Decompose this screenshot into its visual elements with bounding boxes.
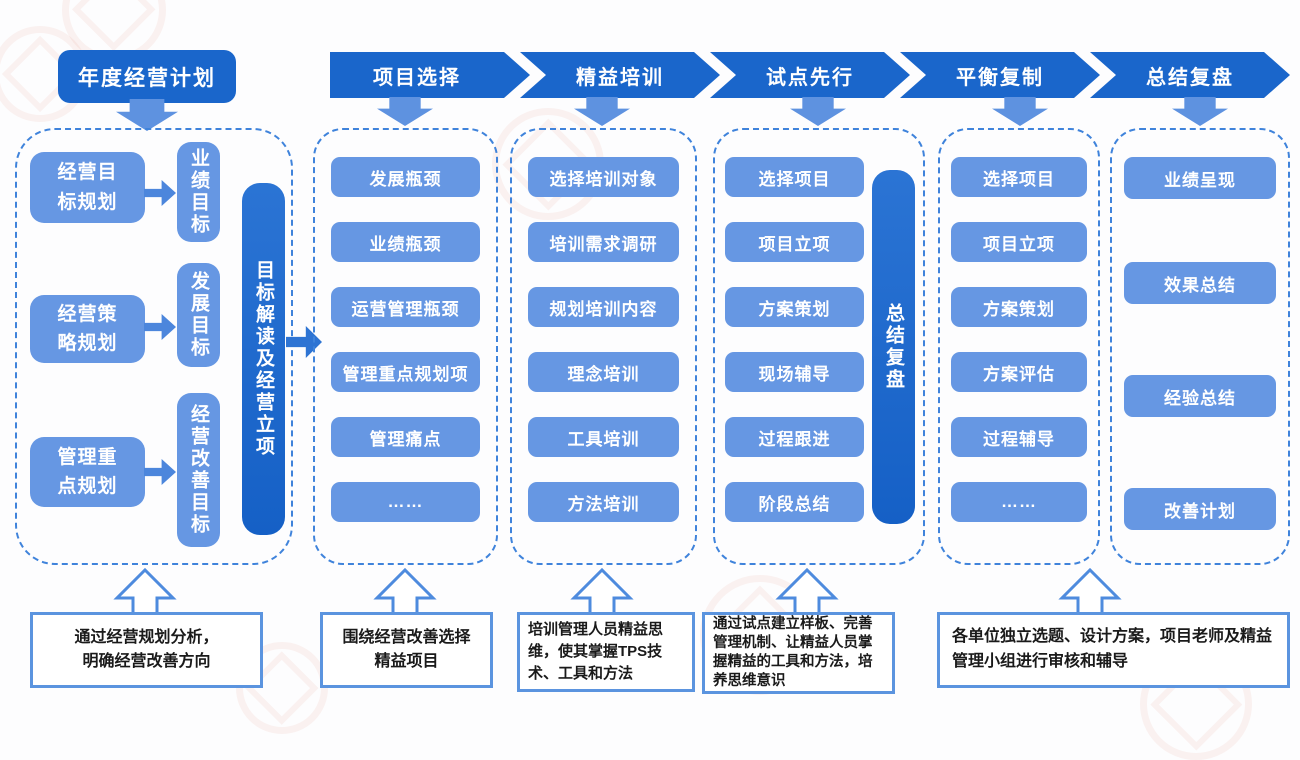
stage-item: 改善计划 (1124, 488, 1276, 530)
stage-chevron-summary-review: 总结复盘 (1090, 52, 1290, 98)
stage-item-ellipsis: …… (331, 482, 480, 522)
stage-item: 经验总结 (1124, 375, 1276, 417)
planning-target-box: 发展目标 (177, 263, 220, 367)
hollow-up-arrow-icon (775, 567, 839, 617)
hollow-up-arrow-icon (373, 567, 437, 617)
stage-chevron-lean-training: 精益培训 (520, 52, 720, 98)
stage-item: 发展瓶颈 (331, 157, 480, 197)
hollow-up-arrow-icon (570, 567, 634, 617)
note-text: 各单位独立选题、设计方案，项目老师及精益管理小组进行审核和辅导 (952, 628, 1273, 670)
stage-item: 管理痛点 (331, 417, 480, 457)
goal-interpretation-label: 目标解读及经营立项 (253, 260, 274, 458)
planning-source-box: 经营目标规划 (30, 152, 145, 223)
stage-item: 项目立项 (951, 222, 1087, 262)
stage-item: 方案策划 (951, 287, 1087, 327)
note-text: 培训管理人员精益思维，使其掌握TPS技术、工具和方法 (528, 621, 664, 682)
arrow-down-icon (377, 97, 433, 126)
note-planning: 通过经营规划分析，明确经营改善方向 (30, 612, 263, 688)
hollow-up-arrow-icon (1058, 567, 1122, 617)
stage-column-pilot-first: 选择项目 项目立项 方案策划 现场辅导 过程跟进 阶段总结 总结复盘 (713, 128, 925, 565)
pilot-summary-bar: 总结复盘 (872, 170, 915, 524)
planning-target-box: 业绩目标 (177, 142, 220, 242)
arrow-down-icon (992, 97, 1048, 126)
planning-source-box: 经营策略规划 (30, 295, 145, 363)
stage-item: 选择项目 (951, 157, 1087, 197)
stage-item: 现场辅导 (725, 352, 864, 392)
stage-chevron-project-selection: 项目选择 (330, 52, 530, 98)
stage-column-summary-review: 业绩呈现 效果总结 经验总结 改善计划 (1110, 128, 1290, 565)
stage-item: 效果总结 (1124, 262, 1276, 304)
stage-item: 选择培训对象 (528, 157, 679, 197)
arrow-down-icon (790, 97, 846, 126)
stage-item: 工具培训 (528, 417, 679, 457)
arrow-down-icon (1172, 97, 1228, 126)
note-text: 通过经营规划分析，明确经营改善方向 (74, 629, 219, 670)
annual-plan-title-label: 年度经营计划 (78, 66, 216, 90)
stage-label: 试点先行 (766, 66, 854, 89)
stage-chevron-balanced-replication: 平衡复制 (900, 52, 1100, 98)
arrow-down-icon (116, 99, 178, 131)
stage-label: 平衡复制 (956, 66, 1044, 89)
note-lean-training: 培训管理人员精益思维，使其掌握TPS技术、工具和方法 (517, 612, 695, 692)
stage-item: 阶段总结 (725, 482, 864, 522)
planning-source-box: 管理重点规划 (30, 437, 145, 507)
stage-item: 方案评估 (951, 352, 1087, 392)
stage-item: 理念培训 (528, 352, 679, 392)
stage-item: 项目立项 (725, 222, 864, 262)
note-replication-review: 各单位独立选题、设计方案，项目老师及精益管理小组进行审核和辅导 (937, 612, 1290, 688)
stage-item-ellipsis: …… (951, 482, 1087, 522)
stage-item: 规划培训内容 (528, 287, 679, 327)
stage-column-balanced-replication: 选择项目 项目立项 方案策划 方案评估 过程辅导 …… (938, 128, 1100, 565)
stage-column-project-selection: 发展瓶颈 业绩瓶颈 运营管理瓶颈 管理重点规划项 管理痛点 …… (313, 128, 498, 565)
stage-item: 运营管理瓶颈 (331, 287, 480, 327)
planning-target-label: 经营改善目标 (188, 404, 209, 536)
planning-target-label: 业绩目标 (188, 148, 209, 236)
note-text: 围绕经营改善选择精益项目 (342, 629, 471, 670)
note-pilot-first: 通过试点建立样板、完善管理机制、让精益人员掌握精益的工具和方法，培养思维意识 (702, 612, 895, 694)
pilot-summary-label: 总结复盘 (883, 303, 904, 391)
stage-chevron-pilot-first: 试点先行 (710, 52, 910, 98)
watermark-logo-icon (236, 642, 328, 734)
note-text: 通过试点建立样板、完善管理机制、让精益人员掌握精益的工具和方法，培养思维意识 (713, 615, 873, 690)
planning-target-box: 经营改善目标 (177, 393, 220, 547)
annual-plan-title: 年度经营计划 (58, 50, 236, 103)
hollow-up-arrow-icon (113, 567, 177, 617)
stage-item: 业绩呈现 (1124, 157, 1276, 199)
stage-item: 培训需求调研 (528, 222, 679, 262)
stage-item: 过程跟进 (725, 417, 864, 457)
note-project-selection: 围绕经营改善选择精益项目 (320, 612, 493, 688)
stage-item: 过程辅导 (951, 417, 1087, 457)
stage-item: 业绩瓶颈 (331, 222, 480, 262)
stage-column-lean-training: 选择培训对象 培训需求调研 规划培训内容 理念培训 工具培训 方法培训 (510, 128, 697, 565)
planning-target-label: 发展目标 (188, 271, 209, 359)
stage-label: 项目选择 (373, 66, 461, 89)
stage-item: 方法培训 (528, 482, 679, 522)
planning-source-label: 管理重点规划 (57, 446, 118, 497)
stage-label: 总结复盘 (1146, 66, 1234, 89)
planning-source-label: 经营目标规划 (57, 162, 118, 213)
stage-label: 精益培训 (576, 66, 664, 89)
stage-item: 方案策划 (725, 287, 864, 327)
stage-item: 管理重点规划项 (331, 352, 480, 392)
stage-item: 选择项目 (725, 157, 864, 197)
planning-source-label: 经营策略规划 (57, 303, 118, 354)
goal-interpretation-bar: 目标解读及经营立项 (242, 183, 285, 535)
